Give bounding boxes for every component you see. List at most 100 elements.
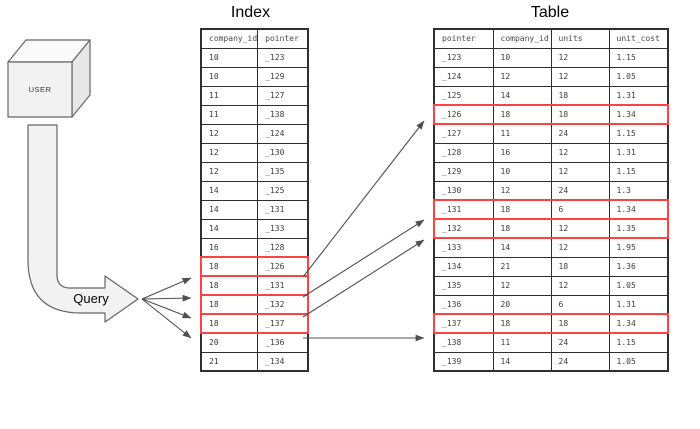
table-row: 10_129 (200, 66, 309, 87)
table-cell: _133 (433, 237, 494, 258)
user-cube-label: USER (29, 85, 52, 94)
column-header: company_id (492, 28, 552, 49)
table-cell: 6 (550, 199, 610, 220)
table-cell: _123 (433, 47, 494, 68)
table-cell: 12 (492, 66, 552, 87)
table-cell: 18 (550, 85, 610, 106)
table-cell: 11 (200, 85, 259, 106)
table-cell: _126 (433, 104, 494, 125)
table-cell: 16 (200, 237, 259, 258)
table-cell: _134 (433, 256, 494, 277)
query-arrow-label: Query (73, 291, 109, 306)
table-cell: 24 (550, 123, 610, 144)
table-cell: 1.31 (608, 142, 669, 163)
table-cell: _139 (433, 351, 494, 372)
table-row: 12_124 (200, 123, 309, 144)
query-to-index-arrow (141, 277, 192, 300)
column-header: pointer (257, 28, 309, 49)
table-cell: _138 (257, 104, 309, 125)
table-cell: _135 (257, 161, 309, 182)
table-cell: 18 (550, 104, 610, 125)
table-cell: _137 (433, 313, 494, 334)
table-cell: _129 (433, 161, 494, 182)
table-cell: 14 (200, 199, 259, 220)
table-cell: 18 (492, 104, 552, 125)
table-cell: 18 (550, 256, 610, 277)
table-row: 11_127 (200, 85, 309, 106)
highlighted-table-row: 18_131 (200, 275, 309, 296)
table-cell: _132 (257, 294, 309, 315)
table-cell: 21 (200, 351, 259, 372)
table-cell: _138 (433, 332, 494, 353)
table-row: 14_133 (200, 218, 309, 239)
table-cell: 12 (550, 47, 610, 68)
table-cell: 1.05 (608, 275, 669, 296)
table-cell: 11 (492, 123, 552, 144)
table-cell: _132 (433, 218, 494, 239)
table-cell: 10 (492, 47, 552, 68)
table-cell: _135 (433, 275, 494, 296)
query-to-index-arrow (141, 294, 192, 302)
table-row: 12_130 (200, 142, 309, 163)
table-cell: 12 (550, 275, 610, 296)
highlighted-table-row: 18_132 (200, 294, 309, 315)
table-cell: _125 (257, 180, 309, 201)
index-to-table-arrow (302, 120, 425, 278)
table-cell: 18 (492, 199, 552, 220)
table-cell: 1.05 (608, 351, 669, 372)
table-cell: _126 (257, 256, 309, 277)
table-cell: 12 (492, 180, 552, 201)
table-cell: _127 (433, 123, 494, 144)
table-cell: 12 (200, 123, 259, 144)
table-cell: 14 (200, 218, 259, 239)
table-cell: 12 (200, 161, 259, 182)
table-cell: _131 (257, 199, 309, 220)
table-cell: 18 (492, 313, 552, 334)
table-cell: _136 (433, 294, 494, 315)
table-cell: _130 (257, 142, 309, 163)
table-cell: 12 (200, 142, 259, 163)
table-cell: 20 (200, 332, 259, 353)
table-cell: _125 (433, 85, 494, 106)
table-cell: 1.15 (608, 47, 669, 68)
table-cell: 11 (200, 104, 259, 125)
table-cell: 10 (200, 47, 259, 68)
highlighted-table-row: 18_137 (200, 313, 309, 334)
table-cell: _124 (257, 123, 309, 144)
table-cell: 16 (492, 142, 552, 163)
table-cell: _128 (433, 142, 494, 163)
table-cell: _134 (257, 351, 309, 372)
table-cell: 18 (200, 256, 259, 277)
table-cell: 12 (550, 161, 610, 182)
table-cell: 1.31 (608, 85, 669, 106)
table-cell: 1.05 (608, 66, 669, 87)
table-row: 16_128 (200, 237, 309, 258)
table-cell: 18 (200, 275, 259, 296)
table-cell: 14 (492, 237, 552, 258)
table-cell: _131 (257, 275, 309, 296)
table-cell: 18 (550, 313, 610, 334)
table-cell: 14 (492, 351, 552, 372)
table-cell: _123 (257, 47, 309, 68)
table-row: 12_135 (200, 161, 309, 182)
index-table-title: Index (230, 4, 271, 21)
table-cell: 1.31 (608, 294, 669, 315)
table-cell: _130 (433, 180, 494, 201)
table-row: 11_138 (200, 104, 309, 125)
table-cell: 1.34 (608, 199, 669, 220)
table-cell: 20 (492, 294, 552, 315)
column-header: company_id (200, 28, 259, 49)
highlighted-table-row: 18_126 (200, 256, 309, 277)
